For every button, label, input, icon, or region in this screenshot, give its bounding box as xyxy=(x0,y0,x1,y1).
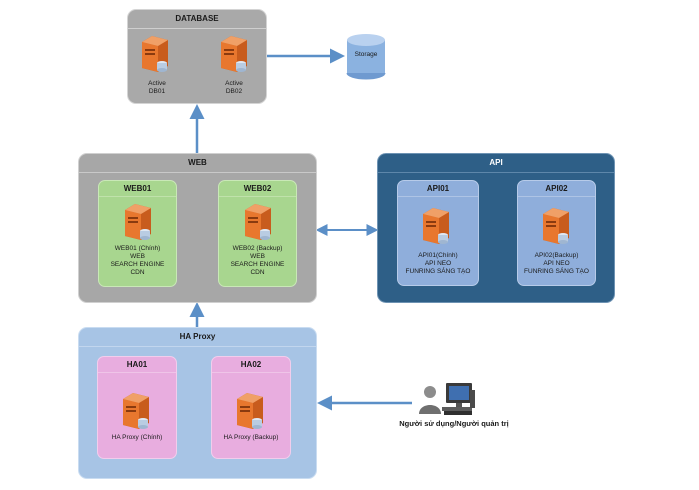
database-group-title: DATABASE xyxy=(128,10,266,29)
ha02-title: HA02 xyxy=(212,357,290,373)
haproxy-group-title: HA Proxy xyxy=(79,328,316,347)
user-label: Người sử dụng/Người quản trị xyxy=(399,419,509,428)
server-icon xyxy=(142,36,168,72)
server-icon xyxy=(543,208,569,244)
database-cylinder-icon[interactable] xyxy=(345,33,387,81)
web02-title: WEB02 xyxy=(219,181,296,197)
server-icon xyxy=(123,393,149,429)
ha01-title: HA01 xyxy=(98,357,176,373)
ha01-caption: HA Proxy (Chính) xyxy=(111,434,163,441)
server-icon xyxy=(125,204,151,240)
api-group-title: API xyxy=(378,154,614,173)
api01-caption: API01(Chính)API NEO FUNRING SÁNG TẠO xyxy=(405,252,471,275)
api02-caption: API02(Backup)API NEO FUNRING SÁNG TẠO xyxy=(524,252,589,275)
server-icon xyxy=(423,208,449,244)
ha02-caption: HA Proxy (Backup) xyxy=(223,434,279,441)
api01-title: API01 xyxy=(398,181,478,197)
web-group-title: WEB xyxy=(79,154,316,173)
computer-icon[interactable] xyxy=(440,382,476,418)
storage-label: Storage xyxy=(354,51,378,58)
server-icon xyxy=(221,36,247,72)
server-icon xyxy=(237,393,263,429)
server-icon xyxy=(245,204,271,240)
api02-title: API02 xyxy=(518,181,595,197)
user-icon[interactable] xyxy=(418,384,442,416)
web01-title: WEB01 xyxy=(99,181,176,197)
